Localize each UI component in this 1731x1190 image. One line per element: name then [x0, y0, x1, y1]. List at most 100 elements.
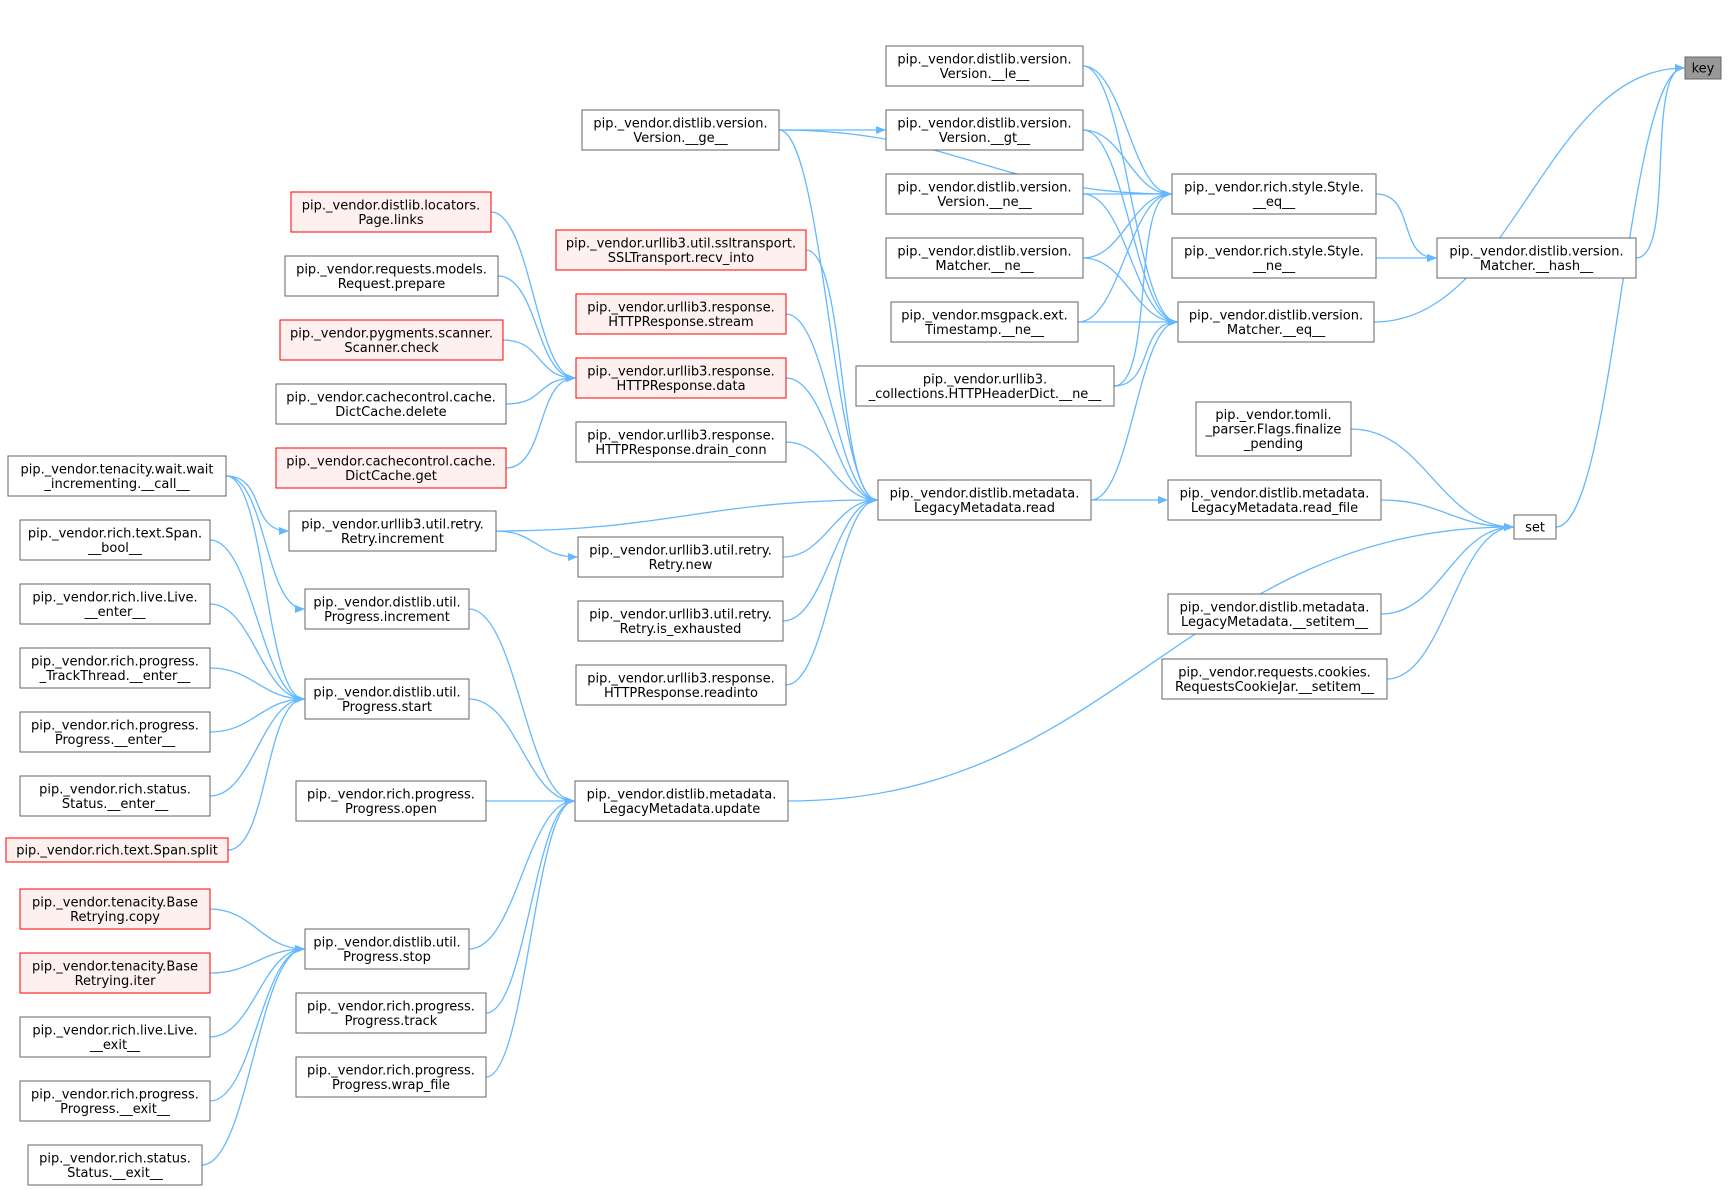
node-box [577, 536, 784, 578]
node-flags-finalize[interactable]: pip._vendor.tomli._parser.Flags.finalize… [1195, 401, 1352, 457]
node-box [885, 237, 1084, 279]
node-matcher-hash[interactable]: pip._vendor.distlib.version.Matcher.__ha… [1436, 237, 1637, 279]
edge-live-enter-to-progress-start [209, 603, 305, 703]
node-label-line: pip._vendor.rich.style.Style. [1184, 244, 1364, 259]
node-span-bool[interactable]: pip._vendor.rich.text.Span.__bool__ [19, 519, 211, 561]
node-progress-start[interactable]: pip._vendor.distlib.util.Progress.start [304, 678, 470, 720]
edge-version-le-to-matcher-eq [1082, 65, 1178, 326]
node-progress-enter[interactable]: pip._vendor.rich.progress.Progress.__ent… [19, 711, 211, 753]
node-box [284, 255, 499, 297]
node-label-line: HTTPResponse.drain_conn [595, 443, 766, 458]
node-version-ge[interactable]: pip._vendor.distlib.version.Version.__ge… [581, 109, 780, 151]
edge-style-eq-to-matcher-hash [1375, 193, 1437, 262]
node-matcher-eq[interactable]: pip._vendor.distlib.version.Matcher.__eq… [1177, 301, 1375, 343]
node-box [275, 383, 507, 425]
node-box [1513, 514, 1557, 540]
node-dictcache-delete[interactable]: pip._vendor.cachecontrol.cache.DictCache… [275, 383, 507, 425]
node-live-exit[interactable]: pip._vendor.rich.live.Live.__exit__ [19, 1016, 211, 1058]
node-rp-open[interactable]: pip._vendor.rich.progress.Progress.open [295, 780, 487, 822]
node-drain-conn[interactable]: pip._vendor.urllib3.response.HTTPRespons… [575, 421, 787, 463]
node-cookiejar-setitem[interactable]: pip._vendor.requests.cookies.RequestsCoo… [1161, 658, 1388, 700]
node-label-line: Request.prepare [338, 277, 446, 292]
node-label-line: pip._vendor.cachecontrol.cache. [286, 390, 496, 405]
node-resp-data[interactable]: pip._vendor.urllib3.response.HTTPRespons… [575, 357, 787, 399]
edge-page-links-to-resp-data [490, 211, 576, 382]
node-label-line: pip._vendor.distlib.version. [897, 52, 1071, 67]
node-box [575, 664, 787, 706]
edge-matcher-ne-to-matcher-eq [1082, 257, 1178, 326]
node-label-line: pip._vendor.rich.progress. [307, 999, 475, 1014]
edge-status-exit-to-progress-stop [201, 945, 305, 1166]
node-matcher-ne[interactable]: pip._vendor.distlib.version.Matcher.__ne… [885, 237, 1084, 279]
node-rp-track[interactable]: pip._vendor.rich.progress.Progress.track [295, 992, 487, 1034]
node-box [885, 173, 1084, 215]
node-label-line: pip._vendor.distlib.util. [313, 595, 460, 610]
node-box [304, 678, 470, 720]
node-version-ne[interactable]: pip._vendor.distlib.version.Version.__ne… [885, 173, 1084, 215]
node-label-line: DictCache.delete [335, 405, 446, 420]
node-set[interactable]: set [1513, 514, 1557, 540]
node-lm-update[interactable]: pip._vendor.distlib.metadata.LegacyMetad… [574, 780, 789, 822]
node-live-enter[interactable]: pip._vendor.rich.live.Live.__enter__ [19, 583, 211, 625]
node-lm-setitem[interactable]: pip._vendor.distlib.metadata.LegacyMetad… [1167, 593, 1382, 635]
node-dictcache-get[interactable]: pip._vendor.cachecontrol.cache.DictCache… [275, 447, 507, 489]
edge-live-exit-to-progress-stop [209, 945, 305, 1038]
node-wait-incrementing[interactable]: pip._vendor.tenacity.wait.wait_increment… [7, 455, 227, 497]
node-version-gt[interactable]: pip._vendor.distlib.version.Version.__gt… [885, 109, 1084, 151]
node-box [5, 837, 229, 863]
node-label-line: pip._vendor.urllib3.response. [587, 671, 774, 686]
node-page-links[interactable]: pip._vendor.distlib.locators.Page.links [290, 191, 492, 233]
node-box [275, 447, 507, 489]
node-lm-read[interactable]: pip._vendor.distlib.metadata.LegacyMetad… [877, 479, 1092, 521]
edge-headerdict-ne-to-matcher-eq [1113, 318, 1178, 387]
node-progress-stop[interactable]: pip._vendor.distlib.util.Progress.stop [304, 928, 470, 970]
node-label-line: Progress.start [342, 700, 432, 715]
edge-dictcache-get-to-resp-data [505, 374, 576, 469]
node-timestamp-ne[interactable]: pip._vendor.msgpack.ext.Timestamp.__ne__ [890, 301, 1079, 343]
node-rp-wrap-file[interactable]: pip._vendor.rich.progress.Progress.wrap_… [295, 1056, 487, 1098]
node-label-line: Progress.track [345, 1014, 438, 1029]
edge-base-iter-to-progress-stop [209, 945, 305, 974]
node-retry-new[interactable]: pip._vendor.urllib3.util.retry.Retry.new [577, 536, 784, 578]
edge-lm-read-to-matcher-eq [1090, 318, 1178, 501]
node-headerdict-ne[interactable]: pip._vendor.urllib3._collections.HTTPHea… [855, 365, 1115, 407]
node-label-line: pip._vendor.distlib.util. [313, 685, 460, 700]
node-box [574, 780, 789, 822]
edge-progress-exit-to-progress-stop [209, 945, 305, 1102]
node-box [885, 45, 1084, 87]
node-progress-exit[interactable]: pip._vendor.rich.progress.Progress.__exi… [19, 1080, 211, 1122]
node-box [19, 952, 211, 994]
edge-resp-data-to-lm-read [785, 377, 878, 504]
node-box [288, 510, 497, 552]
node-status-enter[interactable]: pip._vendor.rich.status.Status.__enter__ [19, 775, 211, 817]
node-status-exit[interactable]: pip._vendor.rich.status.Status.__exit__ [27, 1144, 203, 1186]
node-span-split[interactable]: pip._vendor.rich.text.Span.split [5, 837, 229, 863]
node-resp-stream[interactable]: pip._vendor.urllib3.response.HTTPRespons… [575, 293, 787, 335]
node-progress-increment[interactable]: pip._vendor.distlib.util.Progress.increm… [304, 588, 470, 630]
node-trackthread-enter[interactable]: pip._vendor.rich.progress._TrackThread._… [19, 647, 211, 689]
node-style-eq[interactable]: pip._vendor.rich.style.Style.__eq__ [1171, 173, 1377, 215]
node-read-file[interactable]: pip._vendor.distlib.metadata.LegacyMetad… [1167, 479, 1382, 521]
node-key[interactable]: key [1684, 56, 1722, 80]
node-label-line: pip._vendor.distlib.version. [897, 180, 1071, 195]
node-style-ne[interactable]: pip._vendor.rich.style.Style.__ne__ [1171, 237, 1377, 279]
node-request-prepare[interactable]: pip._vendor.requests.models.Request.prep… [284, 255, 499, 297]
node-retry-increment[interactable]: pip._vendor.urllib3.util.retry.Retry.inc… [288, 510, 497, 552]
node-label-line: Matcher.__eq__ [1227, 323, 1326, 338]
node-label-line: pip._vendor.distlib.metadata. [890, 486, 1080, 501]
node-readinto[interactable]: pip._vendor.urllib3.response.HTTPRespons… [575, 664, 787, 706]
node-label-line: pip._vendor.distlib.version. [897, 244, 1071, 259]
node-label-line: pip._vendor.distlib.metadata. [587, 787, 777, 802]
node-box [885, 109, 1084, 151]
node-version-le[interactable]: pip._vendor.distlib.version.Version.__le… [885, 45, 1084, 87]
node-label-line: LegacyMetadata.read [914, 501, 1055, 516]
node-box [19, 775, 211, 817]
edge-dictcache-delete-to-resp-data [505, 374, 576, 405]
node-retry-exhausted[interactable]: pip._vendor.urllib3.util.retry.Retry.is_… [577, 600, 784, 642]
node-recv-into[interactable]: pip._vendor.urllib3.util.ssltransport.SS… [555, 229, 807, 271]
node-scanner-check[interactable]: pip._vendor.pygments.scanner.Scanner.che… [279, 319, 504, 361]
node-label-line: key [1692, 62, 1715, 77]
node-label-line: _collections.HTTPHeaderDict.__ne__ [868, 387, 1102, 402]
